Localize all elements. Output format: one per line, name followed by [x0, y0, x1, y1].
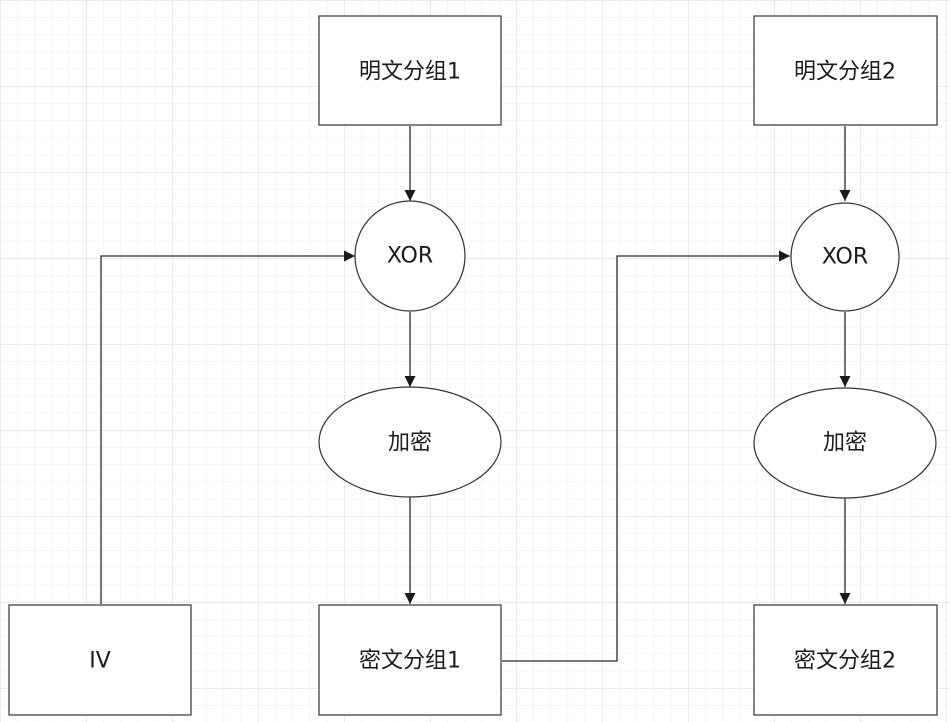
plaintext-block-2-box [753, 15, 938, 126]
encrypt-2-ellipse [753, 387, 937, 499]
ciphertext-block-1-box [318, 604, 502, 716]
plaintext-block-2-label: 明文分组2 [794, 60, 896, 85]
plaintext-block-1-label: 明文分组1 [359, 60, 461, 85]
ciphertext-block-1-label: 密文分组1 [359, 649, 461, 674]
edge-iv-to-xor1 [100, 250, 355, 604]
xor-1-label: XOR [387, 244, 433, 269]
edge-ciphertext1-to-xor2 [502, 250, 790, 662]
iv-box [8, 604, 192, 716]
xor-2-circle [790, 202, 900, 312]
iv-label: IV [89, 649, 111, 674]
encrypt-2-label: 加密 [823, 431, 867, 456]
xor-1-circle [354, 200, 466, 312]
encrypt-1-label: 加密 [388, 431, 432, 456]
ciphertext-block-2-label: 密文分组2 [794, 649, 896, 674]
ciphertext-block-2-box [753, 604, 938, 716]
plaintext-block-1-box [318, 15, 502, 126]
xor-2-label: XOR [822, 245, 868, 270]
encrypt-1-ellipse [318, 386, 502, 498]
